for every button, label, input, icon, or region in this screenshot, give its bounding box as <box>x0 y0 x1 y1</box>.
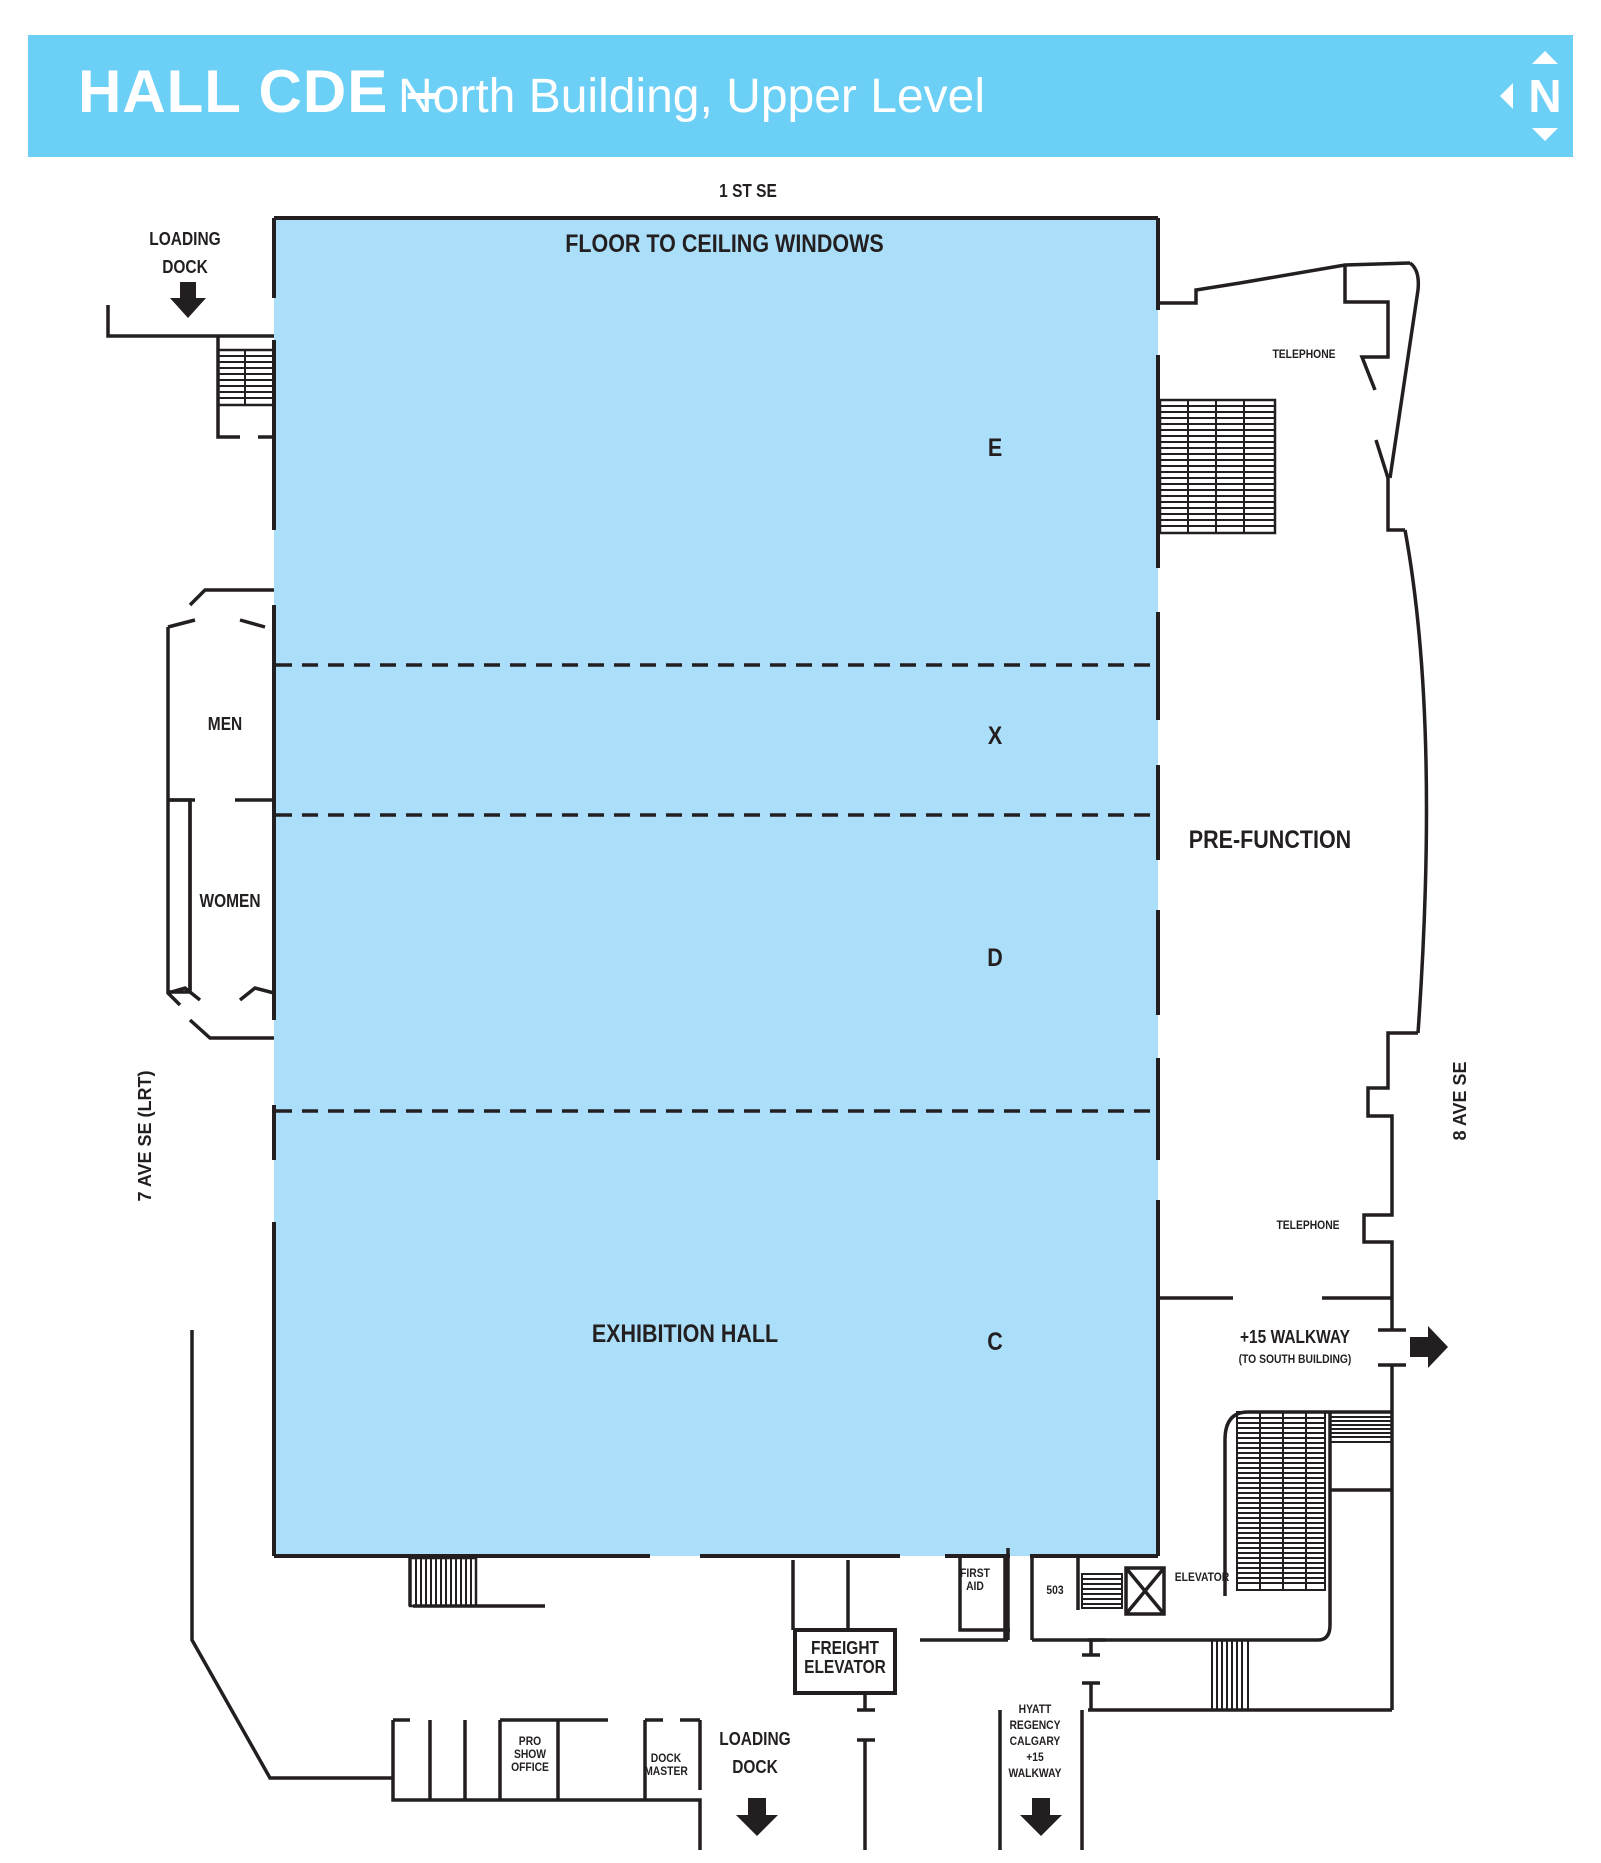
telephone-label-bottom: TELEPHONE <box>1276 1218 1340 1232</box>
arrow-down-icon <box>1020 1798 1062 1836</box>
compass-letter: N <box>1528 70 1561 122</box>
loading-dock-s-label-1: LOADING <box>719 1729 791 1749</box>
pro-show-office-label-3: OFFICE <box>511 1760 549 1774</box>
page-title: HALL CDE – <box>78 58 441 125</box>
section-c-label[interactable]: C <box>987 1328 1003 1356</box>
street-label-west: 7 AVE SE (LRT) <box>135 1070 155 1202</box>
freight-elevator-label-1: FREIGHT <box>811 1638 879 1658</box>
dock-master-label-2: MASTER <box>644 1764 688 1778</box>
freight-elevator-label-2: ELEVATOR <box>804 1657 886 1677</box>
section-e-label[interactable]: E <box>987 434 1003 462</box>
arrow-down-icon <box>736 1798 778 1836</box>
women-restroom-label: WOMEN <box>199 891 261 911</box>
hyatt-label-2: REGENCY <box>1009 1718 1061 1732</box>
section-x-label[interactable]: X <box>987 722 1003 750</box>
telephone-label-top: TELEPHONE <box>1272 347 1336 361</box>
loading-dock-nw-label-1: LOADING <box>149 229 221 249</box>
pro-show-office-label-2: SHOW <box>513 1747 547 1761</box>
hyatt-label-3: CALGARY <box>1009 1734 1061 1748</box>
room-503-label: 503 <box>1046 1583 1064 1597</box>
loading-dock-s-label-2: DOCK <box>732 1757 778 1777</box>
pro-show-office-label-1: PRO <box>518 1734 542 1748</box>
exhibition-hall-area[interactable] <box>274 218 1158 1556</box>
loading-dock-nw-label-2: DOCK <box>162 257 208 277</box>
north-compass-icon: N <box>1500 51 1590 141</box>
first-aid-label-2: AID <box>966 1579 984 1593</box>
hyatt-label-5: WALKWAY <box>1008 1766 1062 1780</box>
elevator-label: ELEVATOR <box>1174 1570 1230 1584</box>
stairs-nw <box>218 355 274 399</box>
street-label-east: 8 AVE SE <box>1450 1061 1470 1141</box>
exhibition-hall-label: EXHIBITION HALL <box>591 1320 779 1348</box>
map-header: HALL CDE – North Building, Upper Level N <box>28 35 1590 157</box>
arrow-right-icon <box>1410 1326 1448 1368</box>
street-label-north: 1 ST SE <box>719 181 777 201</box>
walkway-label[interactable]: +15 WALKWAY <box>1240 1327 1350 1347</box>
page-subtitle: North Building, Upper Level <box>398 70 985 123</box>
hyatt-label-1: HYATT <box>1018 1702 1052 1716</box>
prefunction-label: PRE-FUNCTION <box>1188 826 1352 854</box>
walkway-note-label: (TO SOUTH BUILDING) <box>1238 1352 1352 1366</box>
arrow-down-icon <box>170 282 206 318</box>
men-restroom-label: MEN <box>207 714 243 734</box>
hyatt-label-4: +15 <box>1026 1750 1044 1764</box>
dock-master-label-1: DOCK <box>650 1751 682 1765</box>
first-aid-label-1: FIRST <box>960 1566 990 1580</box>
section-d-label[interactable]: D <box>987 944 1003 972</box>
windows-label: FLOOR TO CEILING WINDOWS <box>565 230 884 258</box>
